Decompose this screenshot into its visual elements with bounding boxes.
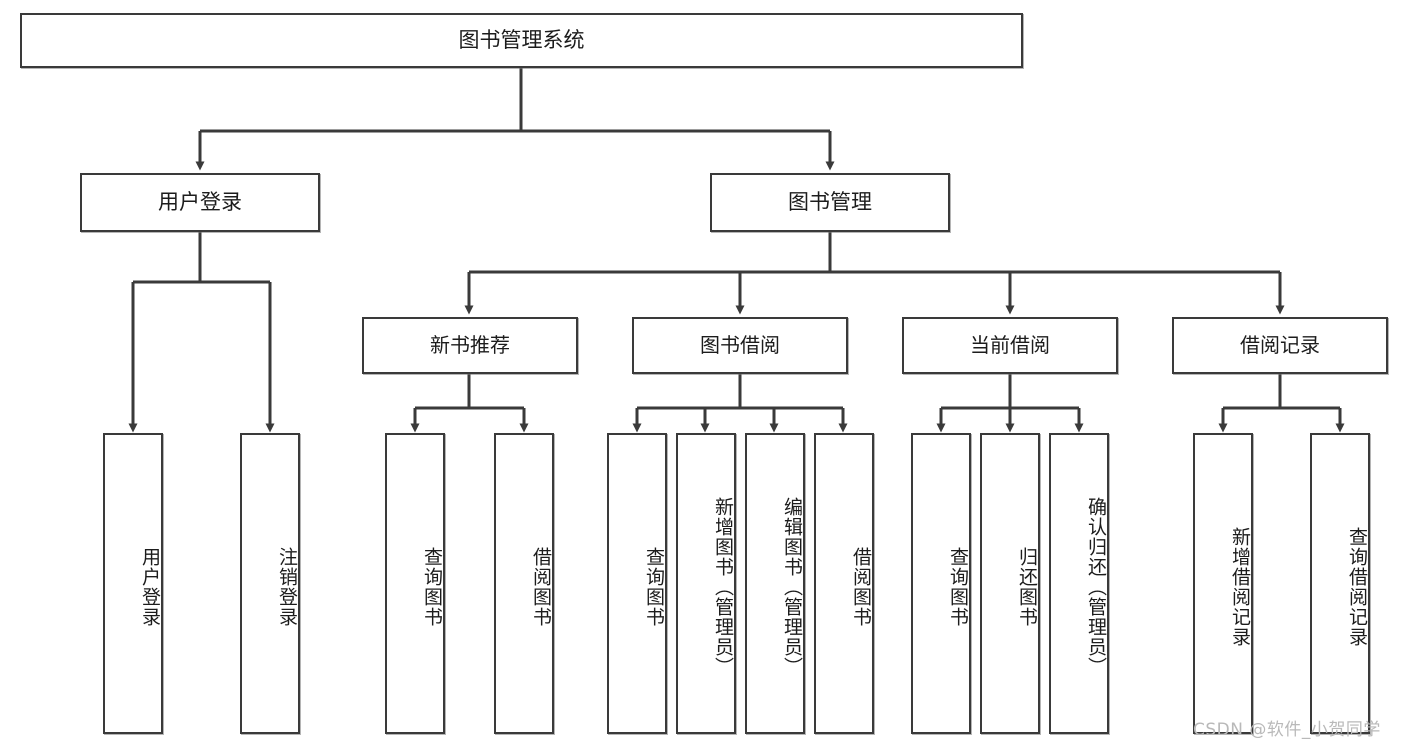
- leaf-label: 查询借阅记录: [1346, 526, 1368, 647]
- node-root-label: 图书管理系统: [458, 28, 585, 53]
- leaf-borrow-borrow-book[interactable]: 借阅图书: [814, 433, 874, 734]
- leaf-label: 用户登录: [139, 546, 161, 627]
- node-root-system[interactable]: 图书管理系统: [20, 13, 1023, 68]
- node-new-book-recommend[interactable]: 新书推荐: [362, 317, 578, 374]
- node-current-borrow-label: 当前借阅: [970, 332, 1050, 357]
- leaf-new-book-borrow[interactable]: 借阅图书: [494, 433, 554, 734]
- leaf-record-add-record[interactable]: 新增借阅记录: [1193, 433, 1253, 734]
- leaf-label: 查询图书: [947, 546, 969, 627]
- leaf-label: 确认归还（管理员）: [1085, 496, 1107, 677]
- leaf-label: 归还图书: [1016, 546, 1038, 627]
- node-book-borrow[interactable]: 图书借阅: [632, 317, 848, 374]
- node-user-login-label: 用户登录: [158, 190, 242, 215]
- node-book-borrow-label: 图书借阅: [700, 332, 780, 357]
- leaf-user-login-login[interactable]: 用户登录: [103, 433, 163, 734]
- leaf-label: 查询图书: [643, 546, 665, 627]
- leaf-label: 借阅图书: [850, 546, 872, 627]
- leaf-record-query-record[interactable]: 查询借阅记录: [1310, 433, 1370, 734]
- leaf-current-return-book[interactable]: 归还图书: [980, 433, 1040, 734]
- leaf-borrow-edit-book-admin[interactable]: 编辑图书（管理员）: [745, 433, 805, 734]
- leaf-borrow-query-book[interactable]: 查询图书: [607, 433, 667, 734]
- node-borrow-record[interactable]: 借阅记录: [1172, 317, 1388, 374]
- node-book-management-label: 图书管理: [788, 190, 872, 215]
- leaf-current-confirm-return-admin[interactable]: 确认归还（管理员）: [1049, 433, 1109, 734]
- leaf-label: 注销登录: [276, 546, 298, 627]
- leaf-label: 新增图书（管理员）: [712, 496, 734, 677]
- node-current-borrow[interactable]: 当前借阅: [902, 317, 1118, 374]
- leaf-new-book-query[interactable]: 查询图书: [385, 433, 445, 734]
- leaf-label: 编辑图书（管理员）: [781, 496, 803, 677]
- leaf-label: 查询图书: [421, 546, 443, 627]
- node-new-book-recommend-label: 新书推荐: [430, 332, 510, 357]
- node-book-management[interactable]: 图书管理: [710, 173, 950, 232]
- leaf-borrow-add-book-admin[interactable]: 新增图书（管理员）: [676, 433, 736, 734]
- node-user-login[interactable]: 用户登录: [80, 173, 320, 232]
- node-borrow-record-label: 借阅记录: [1240, 332, 1320, 357]
- leaf-label: 借阅图书: [530, 546, 552, 627]
- leaf-user-login-logout[interactable]: 注销登录: [240, 433, 300, 734]
- leaf-label: 新增借阅记录: [1229, 526, 1251, 647]
- leaf-current-query-book[interactable]: 查询图书: [911, 433, 971, 734]
